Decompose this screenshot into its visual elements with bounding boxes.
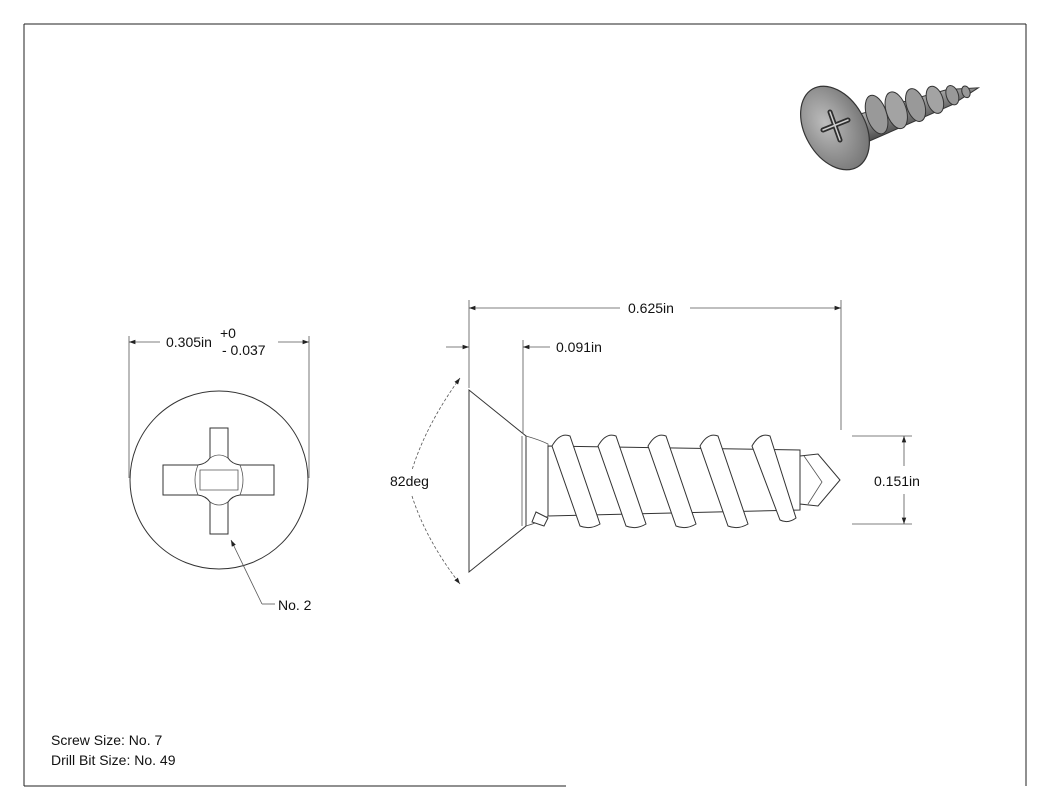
head-angle-dimension: 82deg xyxy=(390,377,461,585)
screw-side-view xyxy=(468,388,841,574)
isometric-screw-view xyxy=(800,85,981,171)
overall-length-dimension: 0.625in xyxy=(468,300,842,430)
head-height-dimension: 0.091in xyxy=(446,339,602,434)
thread-diameter-dimension: 0.151in xyxy=(852,435,920,525)
head-angle-value: 82deg xyxy=(390,473,429,489)
overall-length-value: 0.625in xyxy=(628,300,674,316)
head-diameter-tol-plus: +0 xyxy=(220,325,236,341)
head-top-view: No. 2 0.305in +0 - 0.037 xyxy=(128,325,312,613)
head-diameter-tol-minus: - 0.037 xyxy=(222,342,266,358)
iso-phillips-recess-icon xyxy=(820,109,851,143)
head-diameter-value: 0.305in xyxy=(166,334,212,350)
drive-callout-label: No. 2 xyxy=(278,597,312,613)
drill-bit-size-note: Drill Bit Size: No. 49 xyxy=(51,752,176,768)
head-height-value: 0.091in xyxy=(556,339,602,355)
drawing-notes: Screw Size: No. 7 Drill Bit Size: No. 49 xyxy=(51,732,176,768)
phillips-drive-icon xyxy=(162,427,275,535)
screw-size-note: Screw Size: No. 7 xyxy=(51,732,162,748)
thread-crests xyxy=(551,434,797,529)
thread-diameter-value: 0.151in xyxy=(874,473,920,489)
drawing-border xyxy=(23,23,1027,787)
